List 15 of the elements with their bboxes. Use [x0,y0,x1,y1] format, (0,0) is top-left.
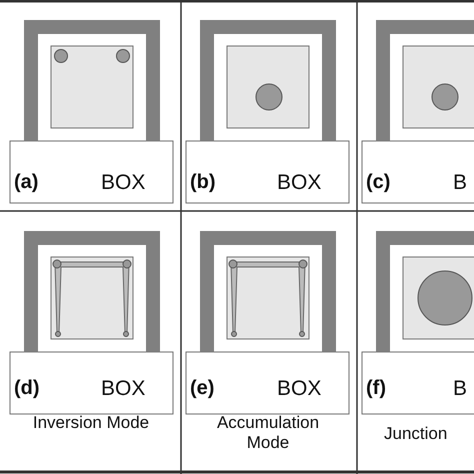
mode-caption: Junction [384,425,448,442]
panel-label: (c) [366,172,390,192]
mode-caption: Inversion Mode [32,413,150,433]
oxide-label: B [453,172,468,193]
oxide-label: B [453,378,468,399]
panel-label: (f) [366,378,386,398]
oxide-label: BOX [101,172,146,193]
oxide-label: BOX [101,378,146,399]
mode-caption: Accumulation Mode [216,413,320,452]
panel-label: (a) [14,172,38,192]
oxide-label: BOX [277,378,322,399]
panel-label: (b) [190,172,216,192]
oxide-label: BOX [277,172,322,193]
panel-label: (e) [190,378,214,398]
panel-label: (d) [14,378,40,398]
